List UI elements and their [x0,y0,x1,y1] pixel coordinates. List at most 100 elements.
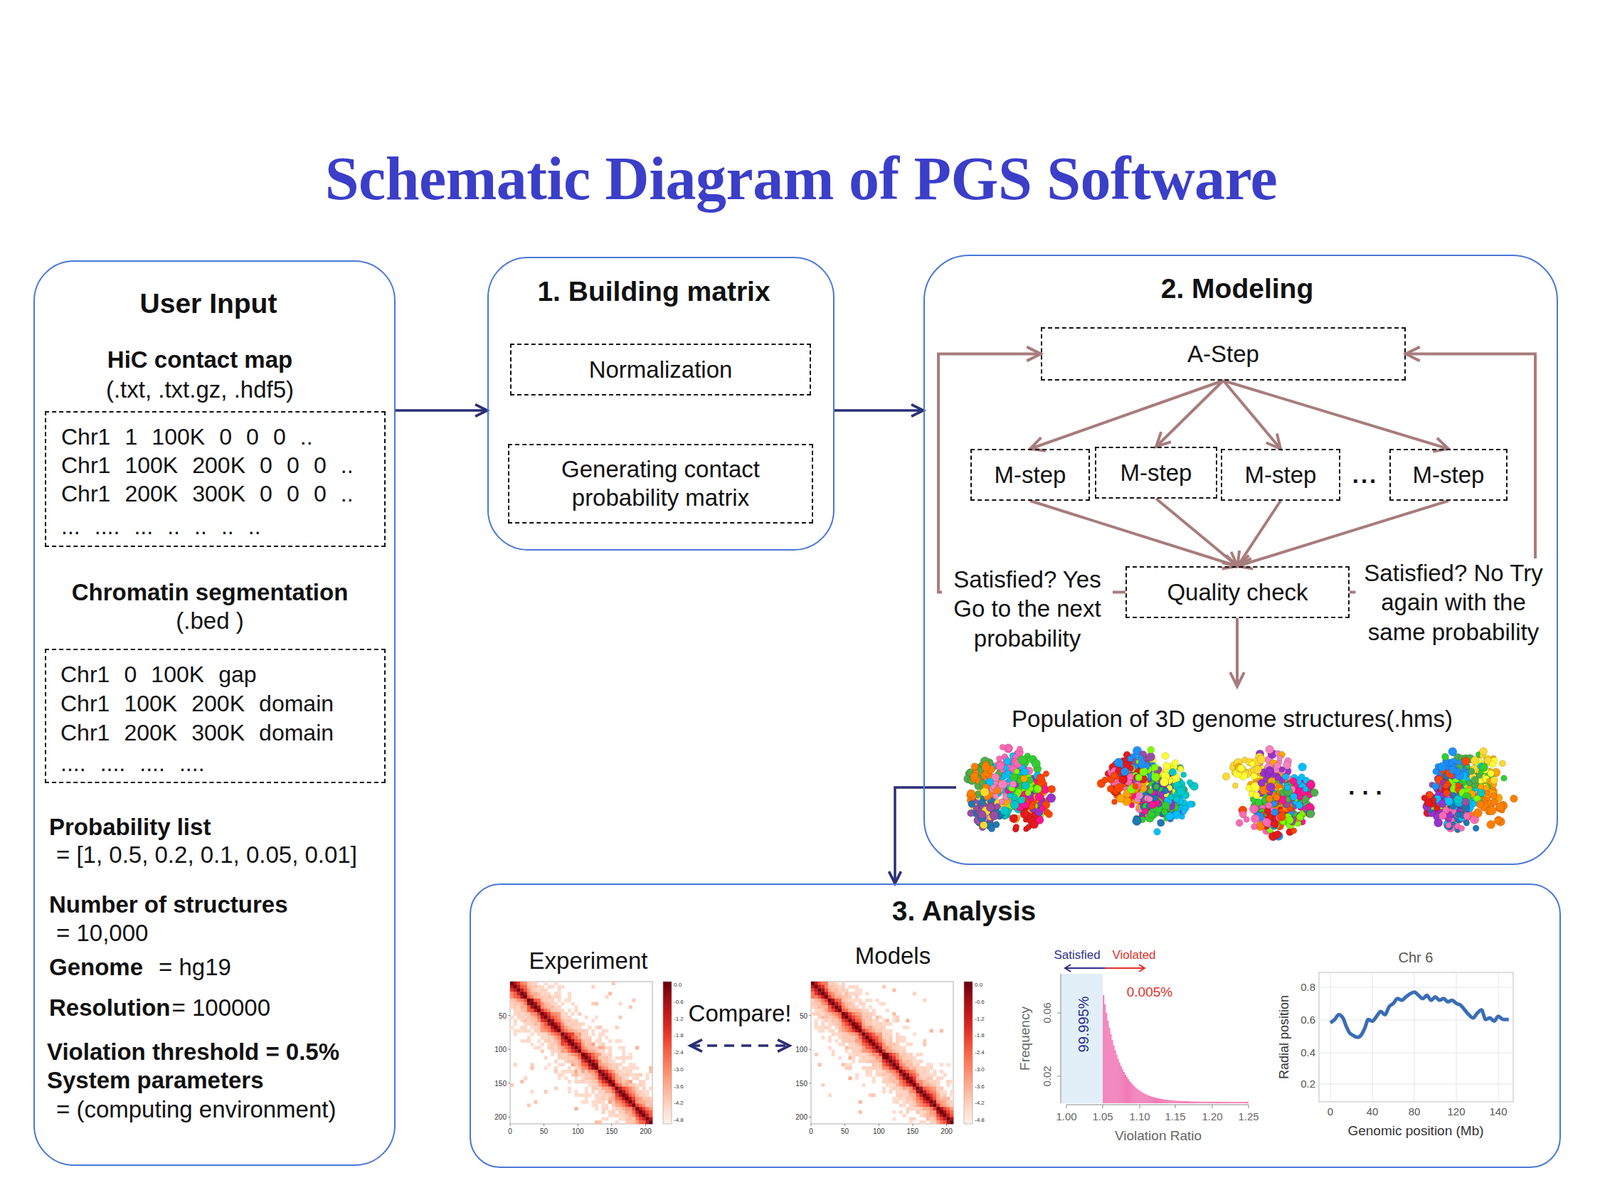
heatmap-cell [818,998,822,1003]
axis-tick [1057,1076,1061,1078]
heatmap-cell [530,1032,535,1036]
heatmap-cell [631,1089,636,1094]
heatmap-cell [638,1097,643,1101]
heatmap-cell [811,995,815,999]
heatmap-cell [601,1045,606,1050]
heatmap-cell [527,1029,531,1033]
heatmap-cell [557,1052,562,1057]
heatmap-cell [574,1029,578,1033]
heatmap-cell [604,1093,609,1098]
heatmap-cell [608,1114,612,1118]
histogram-bar [1227,1102,1230,1104]
heatmap-cell [540,1018,545,1023]
heatmap-cell [601,1062,606,1067]
heatmap-cell [889,1032,893,1036]
heatmap-cell [523,998,528,1003]
axis-tick [808,1049,812,1051]
heatmap-cell [899,1062,903,1067]
heatmap-cell [645,1076,649,1080]
heatmap-cell [905,1110,910,1115]
heatmap-cell [554,1025,558,1030]
heatmap-cell [642,1097,646,1101]
heatmap-cell [571,1012,575,1016]
heatmap-cell [544,1008,548,1013]
heatmap-cell [604,1045,609,1050]
bead [1005,770,1011,777]
heatmap-cell [527,1005,531,1009]
heatmap-cell [946,1062,950,1067]
heatmap-cell [841,1005,846,1009]
heatmap-cell [811,1005,815,1009]
heatmap-cell [625,1066,629,1070]
heatmap-cell [892,1069,896,1074]
heatmap-cell [865,1052,869,1057]
heatmap-cell [855,1029,859,1033]
axis-tick [1066,1104,1068,1109]
heatmap-cell [638,1103,643,1107]
histogram-bar [1195,1102,1198,1104]
heatmap-cell [520,1025,524,1030]
heatmap-cell [571,1073,575,1078]
heatmap-cell [858,1035,863,1040]
heatmap-cell [591,1073,595,1078]
heatmap-cell [875,1045,879,1050]
heatmap-cell [533,1100,538,1105]
heatmap-cell [564,1069,568,1074]
heatmap-cell [533,981,538,986]
heatmap-cell [919,1073,923,1078]
heatmap-cell [560,1012,565,1016]
heatmap-cell [594,1002,599,1006]
heatmap-cell [916,1097,920,1101]
heatmap-cell [560,1062,565,1067]
heatmap-cell [574,1035,578,1040]
heatmap-cell [560,1015,565,1020]
heatmap-cell [946,1079,950,1084]
heatmap-cell [547,1039,551,1043]
heatmap-cell [939,1100,944,1105]
heatmap-cell [845,1025,849,1030]
heatmap-cell [520,985,524,989]
heatmap-cell [571,1045,575,1050]
heatmap-cell [550,1045,555,1050]
heatmap-cell [936,1110,940,1115]
heatmap-cell [939,1103,944,1107]
histogram-bar [1124,1074,1127,1104]
bead [1013,823,1019,830]
heatmap-cell [916,1076,920,1080]
heatmap-cell [527,1008,531,1013]
histogram-bar [1127,1079,1130,1104]
heatmap-cell [625,1079,629,1084]
heatmap-cell [533,1005,538,1009]
heatmap-frame [811,981,954,1125]
heatmap-cell [530,1005,535,1009]
heatmap-cell [922,1083,927,1088]
heatmap-cell [889,1076,893,1080]
heatmap-cell [845,1032,849,1036]
heatmap-cell [878,1042,883,1047]
heatmap-cell [875,1018,879,1023]
heatmap-cell [594,1052,599,1057]
heatmap-cell [560,1049,565,1053]
heatmap-cell [939,1029,944,1033]
heatmap-cell [635,1093,639,1098]
heatmap-cell [581,1032,585,1036]
heatmap-cell [564,1015,568,1020]
heatmap-cell [838,1056,842,1061]
heatmap-cell [537,995,541,999]
heatmap-cell [922,1106,927,1111]
heatmap-cell [905,1042,910,1047]
heatmap-cell [885,1039,890,1043]
heatmap-cell [611,1110,616,1115]
heatmap-cell [838,998,842,1003]
heatmap-cell [865,1049,869,1053]
histogram-bar [1134,1087,1137,1104]
heatmap-cell [533,988,538,993]
heatmap-cell [615,1103,619,1107]
heatmap-cell [527,1002,531,1006]
heatmap-cell [615,1062,619,1067]
heatmap-cell [899,1060,903,1064]
heatmap-cell [912,1083,917,1088]
heatmap-cell [574,1039,578,1043]
heatmap-cell [608,1079,612,1084]
heatmap-cell [530,1025,535,1030]
